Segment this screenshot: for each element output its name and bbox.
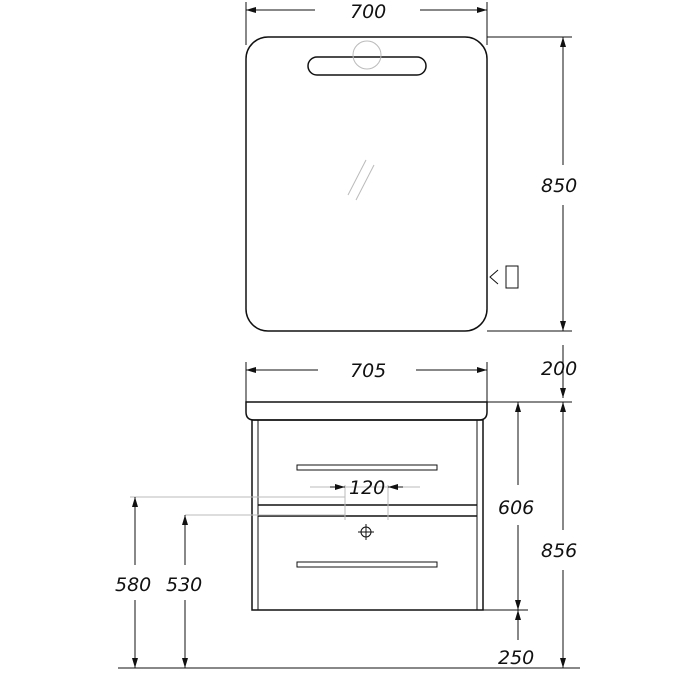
mirror-cabinet xyxy=(245,36,519,332)
dim-700: 700 xyxy=(350,1,386,23)
dimension-mirror-width: 700 xyxy=(245,1,488,45)
switch-icon xyxy=(505,265,519,289)
dimension-left: 580 530 xyxy=(115,497,202,668)
dimension-mirror-height: 850 xyxy=(487,36,577,332)
dim-200: 200 xyxy=(541,358,577,380)
drawer-handle xyxy=(296,464,438,471)
power-icon xyxy=(352,40,382,70)
dim-856: 856 xyxy=(541,540,577,562)
light-slot xyxy=(307,56,427,76)
dim-120: 120 xyxy=(349,477,385,499)
dim-606: 606 xyxy=(498,497,534,519)
dim-530: 530 xyxy=(166,574,202,596)
dim-250: 250 xyxy=(498,647,534,669)
dim-705: 705 xyxy=(350,360,386,382)
dim-850: 850 xyxy=(541,175,577,197)
dimension-right: 200 606 856 250 xyxy=(118,345,580,669)
vanity-unit: 120 xyxy=(130,401,488,611)
dim-580: 580 xyxy=(115,574,151,596)
drawer-handle xyxy=(296,561,438,568)
